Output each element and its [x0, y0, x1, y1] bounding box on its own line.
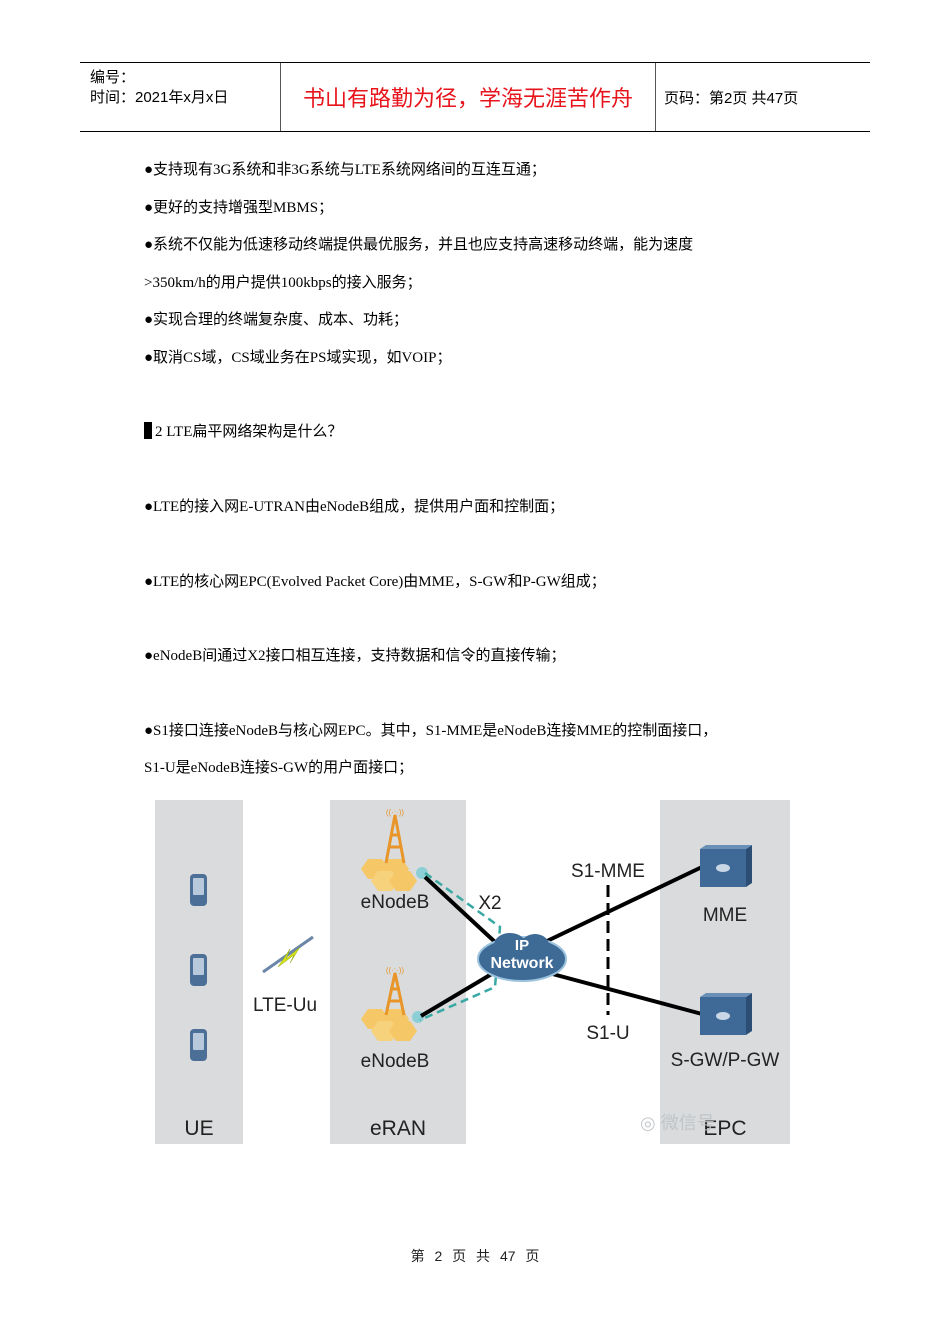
ip-network-cloud-icon: IP Network — [477, 933, 567, 982]
enodeb-tower-icon: ((·:·)) — [361, 808, 417, 891]
paragraph: ●系统不仅能为低速移动终端提供最优服务，并且也应支持高速移动终端，能为速度 — [144, 237, 694, 253]
header-motto: 书山有路勤为径，学海无涯苦作舟 — [280, 63, 656, 131]
lte-uu-label: LTE-Uu — [253, 995, 317, 1016]
paragraph: S1-U是eNodeB连接S-GW的用户面接口； — [144, 760, 414, 776]
page-header: 编号： 时间：2021年x月x日 书山有路勤为径，学海无涯苦作舟 页码：第2页 … — [80, 62, 870, 132]
document-date: 时间：2021年x月x日 — [90, 89, 229, 106]
mme-server-icon — [700, 845, 752, 887]
paragraph: ●实现合理的终端复杂度、成本、功耗； — [144, 312, 409, 328]
network-label: Network — [490, 955, 553, 972]
wireless-link-icon — [262, 935, 314, 974]
mobile-device-icon — [190, 1029, 207, 1061]
svg-text:((·:·)): ((·:·)) — [386, 808, 405, 817]
watermark: ◎ 微信号 — [640, 1113, 715, 1133]
enodeb-bottom-label: eNodeB — [361, 1051, 430, 1072]
s1-link — [423, 875, 497, 944]
paragraph: ●LTE的核心网EPC(Evolved Packet Core)由MME，S-G… — [144, 574, 606, 590]
enodeb-port — [416, 867, 428, 879]
header-meta: 编号： 时间：2021年x月x日 — [80, 63, 280, 131]
enodeb-top-label: eNodeB — [361, 892, 430, 913]
svg-text:((·:·)): ((·:·)) — [386, 966, 405, 975]
sgw-pgw-label: S-GW/P-GW — [671, 1050, 780, 1071]
eran-column — [330, 800, 466, 1144]
paragraph: ●LTE的接入网E-UTRAN由eNodeB组成，提供用户面和控制面； — [144, 499, 565, 515]
s1-mme-link — [544, 865, 703, 944]
s1-link — [419, 970, 497, 1018]
ip-label: IP — [515, 937, 529, 954]
s1-mme-label: S1-MME — [571, 861, 645, 882]
section-heading-text: 2 LTE扁平网络架构是什么？ — [155, 424, 343, 440]
eran-column-label: eRAN — [370, 1117, 426, 1140]
paragraph: ●取消CS域，CS域业务在PS域实现，如VOIP； — [144, 350, 452, 366]
paragraph: ●支持现有3G系统和非3G系统与LTE系统网络间的互连互通； — [144, 162, 546, 178]
section-heading: 2 LTE扁平网络架构是什么？ — [144, 420, 342, 441]
paragraph: ●S1接口连接eNodeB与核心网EPC。其中，S1-MME是eNodeB连接M… — [144, 723, 718, 739]
epc-column-label: EPC — [703, 1117, 746, 1140]
sgw-pgw-server-icon — [700, 993, 752, 1035]
lte-architecture-diagram: LTE-Uu ((·:·)) eNodeB ((·:·)) eNodeB X2 — [150, 797, 795, 1147]
mme-label: MME — [703, 905, 747, 926]
x2-label: X2 — [478, 893, 501, 914]
s1-u-label: S1-U — [586, 1023, 629, 1044]
mobile-device-icon — [190, 874, 207, 906]
heading-marker — [144, 422, 152, 439]
enodeb-tower-icon: ((·:·)) — [361, 966, 417, 1041]
page-footer: 第 2 页 共 47 页 — [410, 1248, 540, 1264]
paragraph: ●更好的支持增强型MBMS； — [144, 200, 334, 216]
s1-u-link — [544, 970, 703, 1016]
paragraph: >350km/h的用户提供100kbps的接入服务； — [144, 275, 422, 291]
mobile-device-icon — [190, 954, 207, 986]
paragraph: ●eNodeB间通过X2接口相互连接，支持数据和信令的直接传输； — [144, 648, 566, 664]
ue-column-label: UE — [184, 1117, 213, 1140]
document-number-label: 编号： — [90, 69, 136, 86]
header-page-info: 页码：第2页 共47页 — [664, 89, 799, 107]
